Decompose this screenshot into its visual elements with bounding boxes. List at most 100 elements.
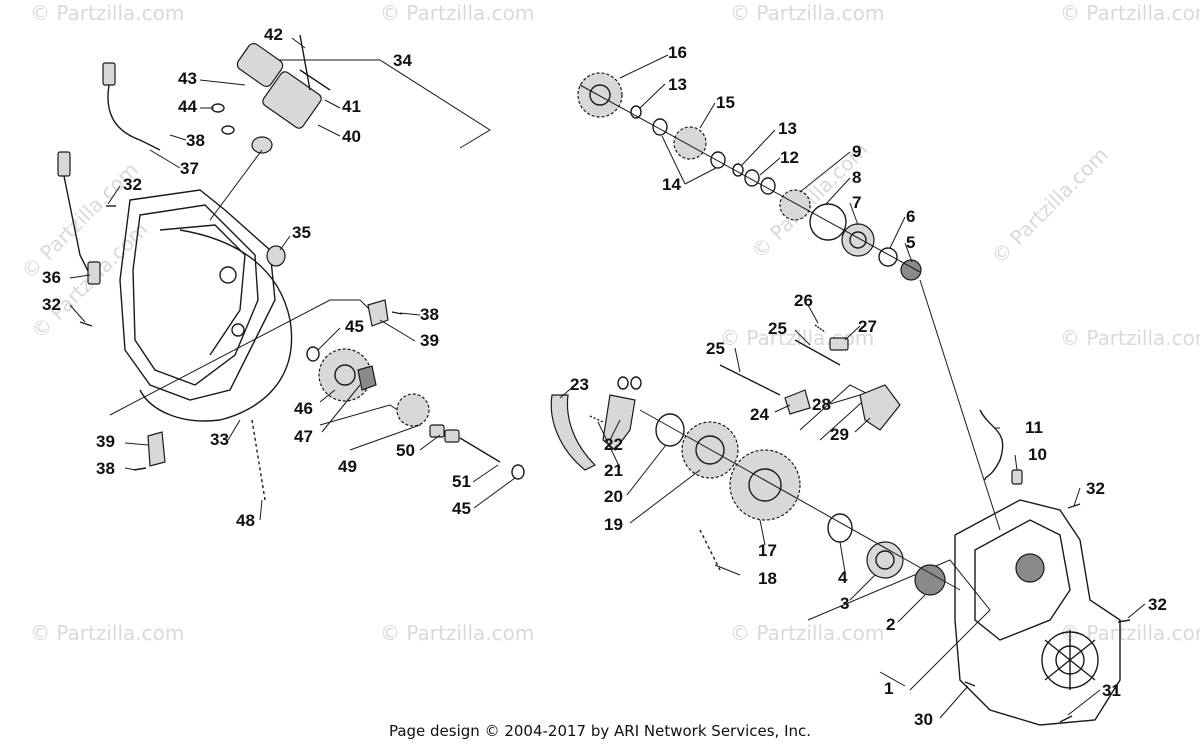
fitting-10 bbox=[1011, 469, 1023, 485]
watermark: © Partzilla.com bbox=[30, 621, 184, 645]
callout-label: 2 bbox=[886, 615, 895, 634]
callout-label: 12 bbox=[780, 148, 799, 167]
cover-inner bbox=[132, 204, 259, 386]
callout-label: 7 bbox=[852, 193, 861, 212]
sensor bbox=[87, 261, 101, 285]
bearing-7-race bbox=[849, 231, 867, 249]
gear-19 bbox=[681, 421, 739, 479]
pin-25 bbox=[794, 339, 841, 366]
bolt bbox=[1117, 619, 1131, 623]
wiring-harness bbox=[57, 62, 161, 285]
callout-label: 43 bbox=[178, 69, 197, 88]
callout-label: 14 bbox=[662, 175, 681, 194]
callout-label: 13 bbox=[778, 119, 797, 138]
bolt bbox=[79, 321, 93, 327]
bolt bbox=[964, 681, 976, 687]
watermark: © Partzilla.com bbox=[1060, 326, 1200, 350]
upper-axis bbox=[579, 84, 921, 273]
callout-label: 36 bbox=[42, 268, 61, 287]
bushing-27 bbox=[829, 337, 849, 351]
pin-25 bbox=[719, 364, 781, 396]
cover-rib bbox=[159, 224, 246, 356]
fork-29 bbox=[859, 384, 901, 431]
sprocket-hub bbox=[334, 364, 356, 386]
callout-label: 3 bbox=[840, 594, 849, 613]
sensor-cable bbox=[63, 175, 91, 276]
actuator-screw bbox=[299, 69, 331, 91]
copyright-footer: Page design © 2004-2017 by ARI Network S… bbox=[388, 722, 812, 740]
right-case bbox=[954, 499, 1131, 726]
chain-18 bbox=[699, 529, 721, 571]
callout-label: 49 bbox=[338, 457, 357, 476]
callout-label: 1 bbox=[884, 679, 893, 698]
callout-label: 32 bbox=[42, 295, 61, 314]
callout-label: 5 bbox=[906, 233, 915, 252]
bearing-3 bbox=[866, 541, 904, 579]
washer-12 bbox=[744, 169, 760, 187]
callout-label: 51 bbox=[452, 472, 471, 491]
callout-label: 38 bbox=[186, 131, 205, 150]
watermark: © Partzilla.com bbox=[730, 621, 884, 645]
leader-lines bbox=[69, 37, 1146, 719]
watermark: © Partzilla.com bbox=[30, 1, 184, 25]
washer bbox=[617, 376, 629, 390]
bushing bbox=[251, 136, 273, 154]
callout-label: 30 bbox=[914, 710, 933, 729]
callout-label: 35 bbox=[292, 223, 311, 242]
wire bbox=[107, 84, 161, 151]
gear-17-hub bbox=[748, 468, 782, 502]
callout-label: 19 bbox=[604, 515, 623, 534]
guide-23 bbox=[550, 394, 597, 471]
motor-body bbox=[236, 42, 284, 88]
watermark: © Partzilla.com bbox=[380, 1, 534, 25]
boss bbox=[219, 266, 237, 284]
callout-label: 44 bbox=[178, 97, 197, 116]
gear-19-hub bbox=[695, 435, 725, 465]
coupler-47 bbox=[357, 365, 377, 391]
callout-label: 8 bbox=[852, 168, 861, 187]
callout-label: 17 bbox=[758, 541, 777, 560]
clip bbox=[147, 431, 166, 467]
seal bbox=[266, 245, 286, 267]
watermark: © Partzilla.com bbox=[987, 142, 1113, 268]
watermark: © Partzilla.com bbox=[380, 621, 534, 645]
callout-label: 29 bbox=[830, 425, 849, 444]
spring-26 bbox=[814, 324, 826, 333]
callout-label: 13 bbox=[668, 75, 687, 94]
gear-16 bbox=[577, 72, 623, 118]
detent-24 bbox=[784, 389, 811, 415]
case-port bbox=[1015, 553, 1045, 583]
left-cover bbox=[119, 189, 293, 422]
callout-label: 39 bbox=[420, 331, 439, 350]
gasket bbox=[139, 229, 293, 422]
bushing-50 bbox=[429, 424, 445, 438]
callout-label: 32 bbox=[123, 175, 142, 194]
callout-label: 45 bbox=[345, 317, 364, 336]
bolt bbox=[391, 311, 403, 315]
bracket-39-38 bbox=[109, 299, 371, 416]
callout-label: 27 bbox=[858, 317, 877, 336]
gear-9 bbox=[779, 189, 811, 221]
left-gear-train bbox=[251, 346, 525, 501]
callout-label: 10 bbox=[1028, 445, 1047, 464]
callout-label: 20 bbox=[604, 487, 623, 506]
bracket-34 bbox=[270, 59, 491, 149]
seal-2 bbox=[914, 564, 946, 596]
upper-gear-train bbox=[577, 72, 1001, 531]
callout-label: 23 bbox=[570, 375, 589, 394]
ring-20 bbox=[655, 413, 685, 447]
washer-45 bbox=[306, 346, 320, 362]
callout-label: 33 bbox=[210, 430, 229, 449]
washer-14 bbox=[710, 151, 726, 169]
cover-outline bbox=[119, 189, 276, 401]
connector bbox=[102, 62, 116, 86]
callout-label: 32 bbox=[1148, 595, 1167, 614]
hose-11 bbox=[979, 409, 1004, 481]
callout-label: 37 bbox=[180, 159, 199, 178]
ring-13 bbox=[630, 105, 642, 119]
assembly-axis bbox=[209, 149, 263, 221]
bushing-50 bbox=[444, 429, 460, 443]
lower-axis bbox=[639, 409, 961, 591]
clip bbox=[367, 299, 389, 327]
callout-label: 48 bbox=[236, 511, 255, 530]
